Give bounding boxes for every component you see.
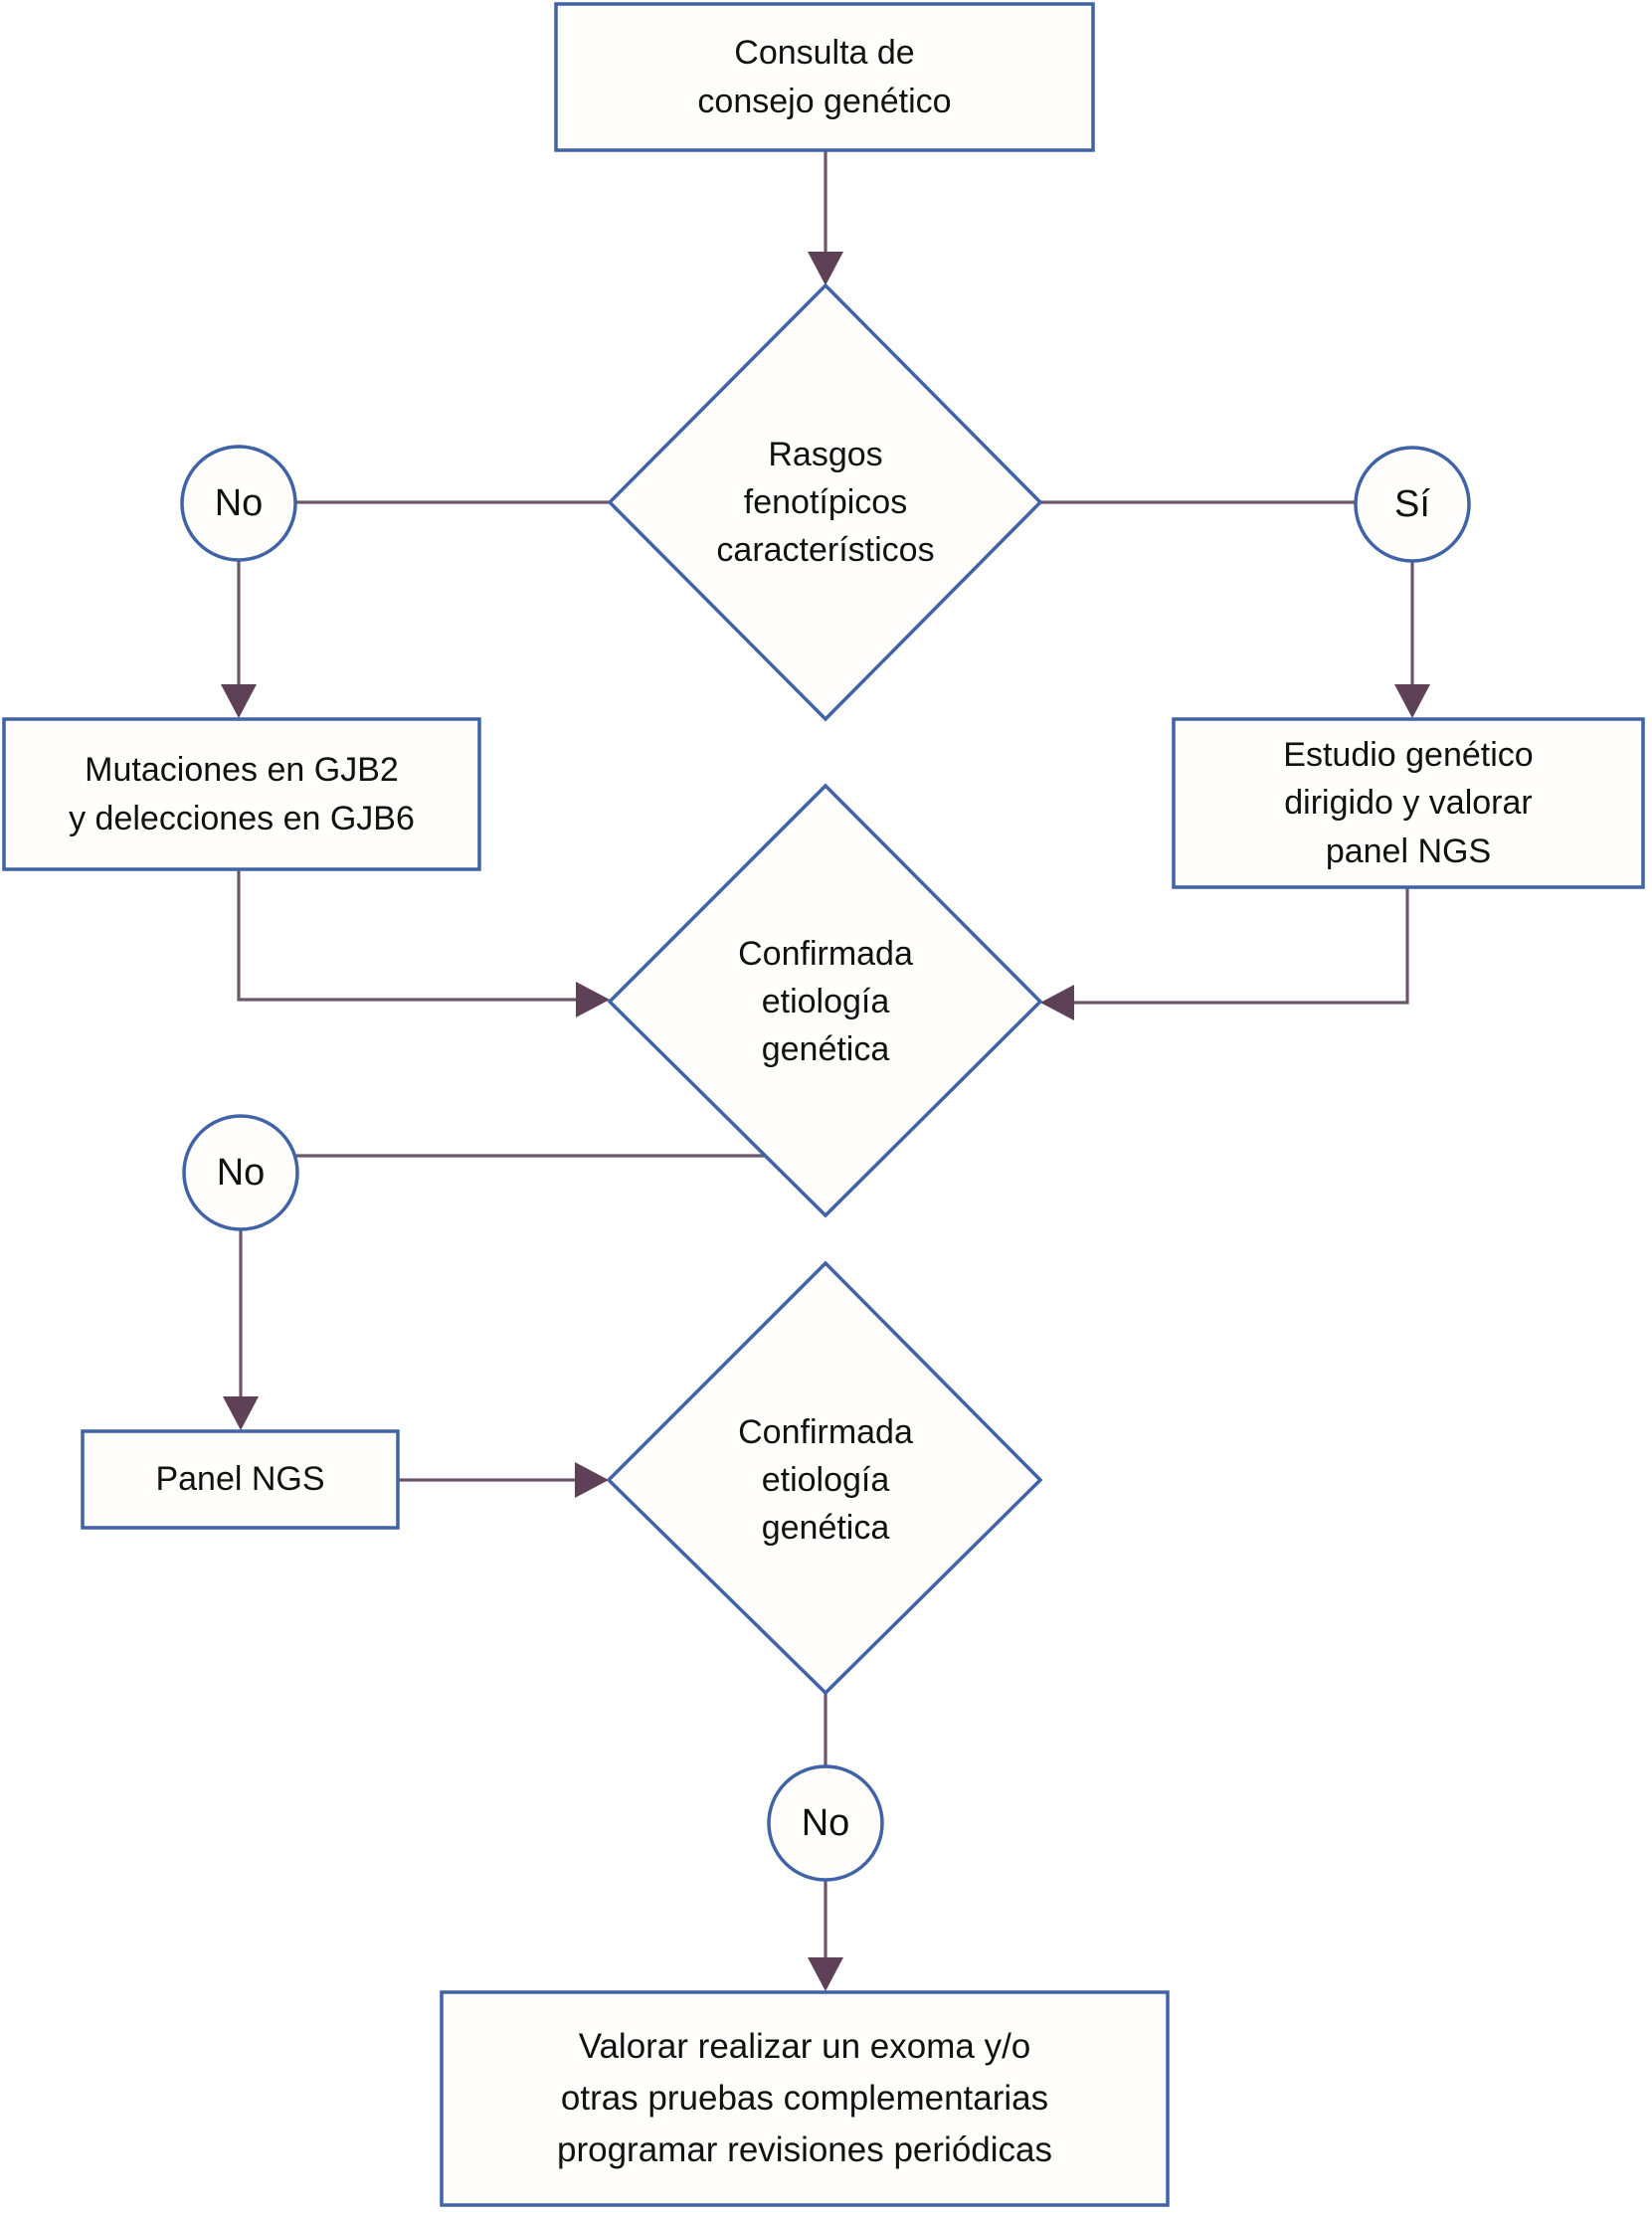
final-box-label: Valorar realizar un exoma y/o otras prue…	[557, 2027, 1052, 2169]
si1-label: Sí	[1394, 483, 1430, 525]
no1-label: No	[214, 482, 264, 524]
no3-circle	[767, 1764, 884, 1882]
decision-conf2-diamond	[606, 1260, 1043, 1696]
arrowheads	[221, 252, 1430, 1991]
start-box	[554, 2, 1095, 152]
gjb-box	[2, 717, 481, 871]
decision-rasgos-label: Rasgos fenotípicos característicos	[716, 435, 935, 570]
arrowhead-into-gjb	[221, 684, 257, 718]
estudio-box-label: Estudio genético dirigido y valorar pane…	[1283, 736, 1534, 870]
arrowhead-into-final	[808, 1957, 843, 1991]
decision-conf2-label: Confirmada etiología genética	[738, 1412, 913, 1548]
arrowhead-into-estudio	[1394, 684, 1430, 718]
no1-circle	[180, 445, 297, 562]
decision-conf1-diamond	[607, 783, 1043, 1218]
si1-circle	[1354, 446, 1471, 563]
no2-circle	[182, 1114, 299, 1231]
connector-gjb-to-conf1	[237, 870, 577, 1002]
no3-label: No	[801, 1802, 850, 1844]
no2-label: No	[216, 1152, 266, 1194]
arrowhead-into-conf1-left	[576, 982, 610, 1017]
arrowhead-into-rasgos	[808, 252, 843, 285]
connector-estudio-to-conf1	[1073, 888, 1409, 1005]
connector-lines	[237, 151, 1414, 1975]
arrowhead-into-conf1-right	[1040, 985, 1074, 1020]
arrowhead-into-conf2	[575, 1462, 609, 1498]
panel-ngs-box	[81, 1429, 400, 1530]
gjb-box-label: Mutaciones en GJB2 y delecciones en GJB6	[69, 751, 415, 837]
final-box	[440, 1990, 1170, 2207]
start-box-label: Consulta de consejo genético	[697, 34, 952, 120]
panel-ngs-box-label: Panel NGS	[155, 1460, 325, 1499]
estudio-box	[1172, 717, 1645, 889]
arrowhead-into-panel	[223, 1396, 259, 1430]
decision-conf1-label: Confirmada etiología genética	[738, 934, 913, 1069]
decision-rasgos-diamond	[607, 282, 1043, 722]
